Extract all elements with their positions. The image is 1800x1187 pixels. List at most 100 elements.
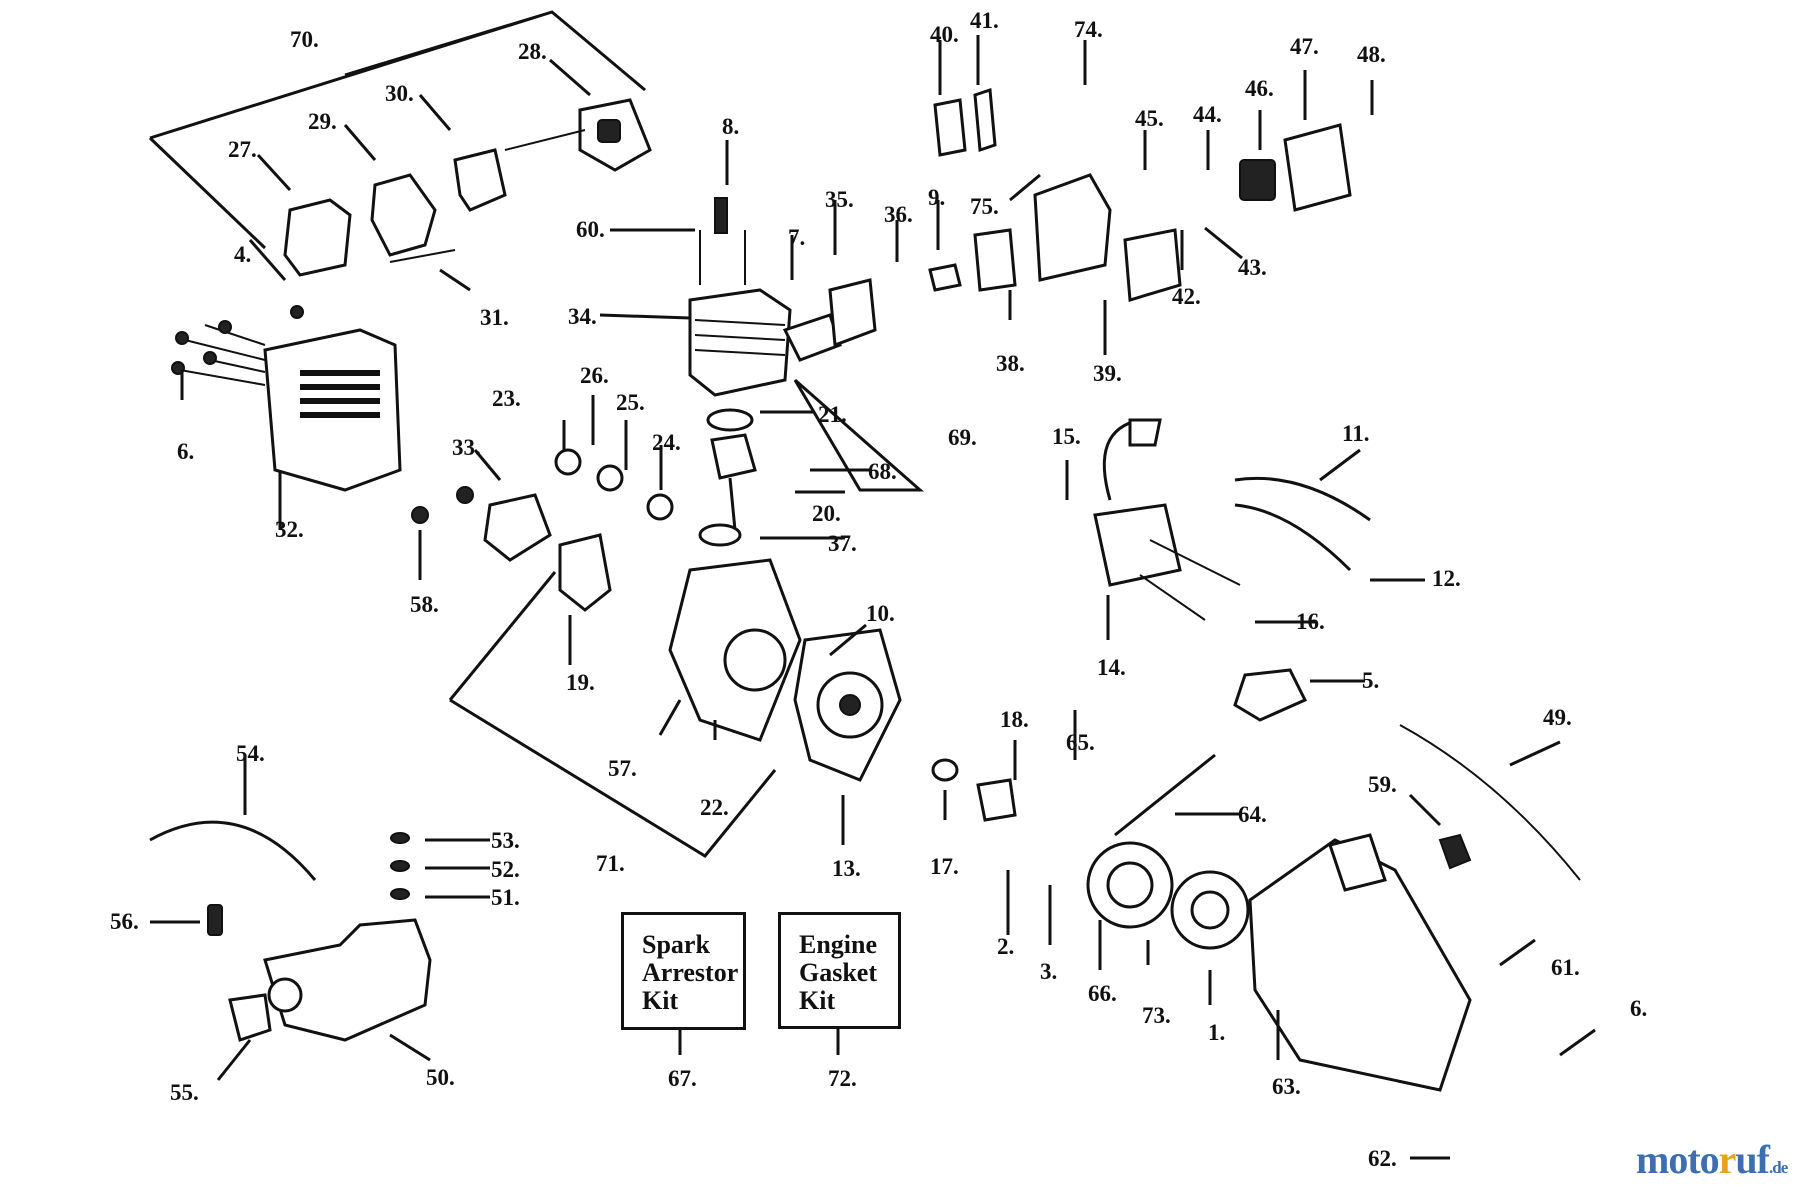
part-label-41: 41. — [970, 8, 999, 33]
part-label-57: 57. — [608, 756, 637, 781]
part-label-75: 75. — [970, 194, 999, 219]
part-label-33: 33. — [452, 435, 481, 460]
part-label-31: 31. — [480, 305, 509, 330]
part-label-13: 13. — [832, 856, 861, 881]
fuel-tank-assembly — [149, 820, 432, 1042]
part-label-45: 45. — [1135, 106, 1164, 131]
part-label-55: 55. — [170, 1080, 199, 1105]
part-label-43: 43. — [1238, 255, 1267, 280]
part-label-26: 26. — [580, 363, 609, 388]
part-label-64: 64. — [1238, 802, 1267, 827]
part-label-4: 4. — [234, 242, 252, 267]
kit-line: Spark — [642, 930, 710, 959]
part-label-14: 14. — [1097, 655, 1126, 680]
bracket-69 — [793, 378, 924, 492]
kit-line: Gasket — [799, 958, 877, 987]
engine-housing — [171, 305, 474, 524]
part-label-40: 40. — [930, 22, 959, 47]
part-label-52: 52. — [491, 857, 520, 882]
watermark-accent: r — [1718, 1137, 1737, 1182]
part-label-8: 8. — [722, 114, 740, 139]
part-label-27: 27. — [228, 137, 257, 162]
part-label-1: 1. — [1208, 1020, 1226, 1045]
part-label-17: 17. — [930, 854, 959, 879]
part-label-11: 11. — [1342, 421, 1370, 446]
part-label-66: 66. — [1088, 981, 1117, 1006]
part-label-69: 69. — [948, 425, 977, 450]
part-label-23: 23. — [492, 386, 521, 411]
part-label-60: 60. — [576, 217, 605, 242]
part-label-72: 72. — [828, 1066, 857, 1091]
part-label-10: 10. — [866, 601, 895, 626]
part-label-19: 19. — [566, 670, 595, 695]
part-label-15: 15. — [1052, 424, 1081, 449]
part-label-59: 59. — [1368, 772, 1397, 797]
part-label-32: 32. — [275, 517, 304, 542]
part-label-2: 2. — [997, 934, 1015, 959]
carburetor-airbox — [933, 87, 1352, 302]
bracket-71 — [448, 571, 777, 858]
watermark-tld: .de — [1768, 1158, 1788, 1177]
part-label-44: 44. — [1193, 102, 1222, 127]
part-label-38: 38. — [996, 351, 1025, 376]
kit-line: Kit — [799, 986, 836, 1015]
part-label-47: 47. — [1290, 34, 1319, 59]
part-label-18: 18. — [1000, 707, 1029, 732]
part-label-61: 61. — [1551, 955, 1580, 980]
part-label-3: 3. — [1040, 959, 1058, 984]
part-label-48: 48. — [1357, 42, 1386, 67]
part-label-7: 7. — [788, 225, 806, 250]
part-label-42: 42. — [1172, 284, 1201, 309]
part-label-74: 74. — [1074, 17, 1103, 42]
spark-arrestor-kit-box: Spark Arrestor Kit — [621, 912, 746, 1030]
part-label-28: 28. — [518, 39, 547, 64]
air-filter-parts — [283, 98, 652, 277]
piston-crank — [483, 408, 757, 612]
kit-line: Arrestor — [642, 958, 739, 987]
part-label-49: 49. — [1543, 705, 1572, 730]
part-label-46: 46. — [1245, 76, 1274, 101]
part-label-9: 9. — [928, 185, 946, 210]
part-label-16: 16. — [1296, 609, 1325, 634]
part-label-21: 21. — [818, 402, 847, 427]
kit-line: Engine — [799, 930, 878, 959]
part-label-12: 12. — [1432, 566, 1461, 591]
watermark-part: moto — [1636, 1137, 1720, 1182]
part-label-63: 63. — [1272, 1074, 1301, 1099]
part-label-65: 65. — [1066, 730, 1095, 755]
part-label-70: 70. — [290, 27, 319, 52]
part-label-22: 22. — [700, 795, 729, 820]
leader-arrows — [150, 35, 1596, 1160]
part-label-68: 68. — [868, 459, 897, 484]
part-label-6-right: 6. — [1630, 996, 1648, 1021]
part-label-62: 62. — [1368, 1146, 1397, 1171]
part-label-73: 73. — [1142, 1003, 1171, 1028]
part-label-36: 36. — [884, 202, 913, 227]
part-label-58: 58. — [410, 592, 439, 617]
part-label-5: 5. — [1362, 668, 1380, 693]
part-label-34: 34. — [568, 304, 597, 329]
starter-assembly — [1086, 668, 1581, 1092]
part-label-67: 67. — [668, 1066, 697, 1091]
part-label-24: 24. — [652, 430, 681, 455]
part-label-50: 50. — [426, 1065, 455, 1090]
ignition-module — [1093, 418, 1371, 621]
part-label-35: 35. — [825, 187, 854, 212]
part-label-37: 37. — [828, 531, 857, 556]
crankcase-flywheel — [668, 558, 1017, 822]
motoruf-watermark-logo: motoruf.de — [1636, 1136, 1788, 1183]
part-label-25: 25. — [616, 390, 645, 415]
part-label-29: 29. — [308, 109, 337, 134]
part-label-54: 54. — [236, 741, 265, 766]
engine-gasket-kit-box: Engine Gasket Kit — [778, 912, 901, 1029]
part-label-56: 56. — [110, 909, 139, 934]
bracket-70 — [148, 10, 646, 250]
part-label-53: 53. — [491, 828, 520, 853]
cylinder-assembly — [688, 197, 1017, 397]
part-label-39: 39. — [1093, 361, 1122, 386]
part-label-71: 71. — [596, 851, 625, 876]
part-label-30: 30. — [385, 81, 414, 106]
part-label-51: 51. — [491, 885, 520, 910]
